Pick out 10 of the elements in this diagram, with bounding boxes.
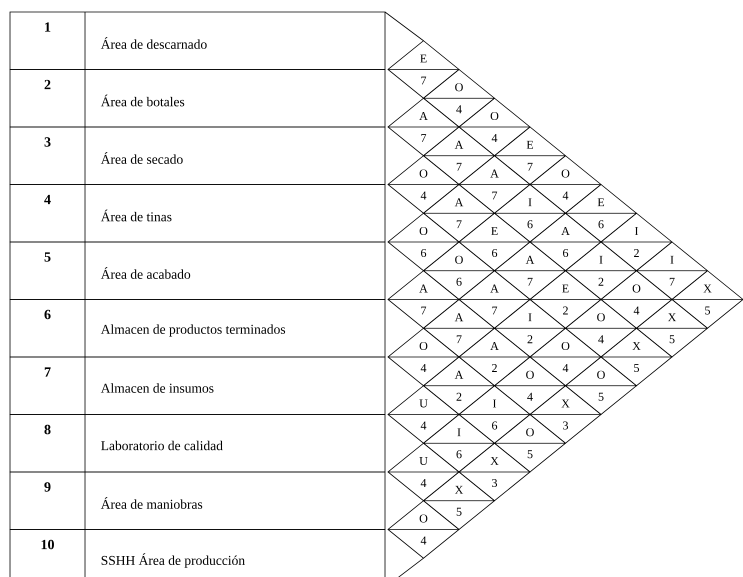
table-row: 9 Área de maniobras [10,472,386,530]
table-row: 10 SSHH Área de producción [10,529,386,577]
table-row: 6 Almacen de productos terminados [10,299,386,358]
table-row: 3 Área de secado [10,126,386,185]
table-row: 8 Laboratorio de calidad [10,414,386,472]
table-row: 7 Almacen de insumos [10,356,386,415]
table-row: 2 Área de botales [10,69,386,128]
table-row: 5 Área de acabado [10,242,386,300]
table-row: 4 Área de tinas [10,184,386,242]
table-row: 1 Área de descarnado [10,12,386,70]
